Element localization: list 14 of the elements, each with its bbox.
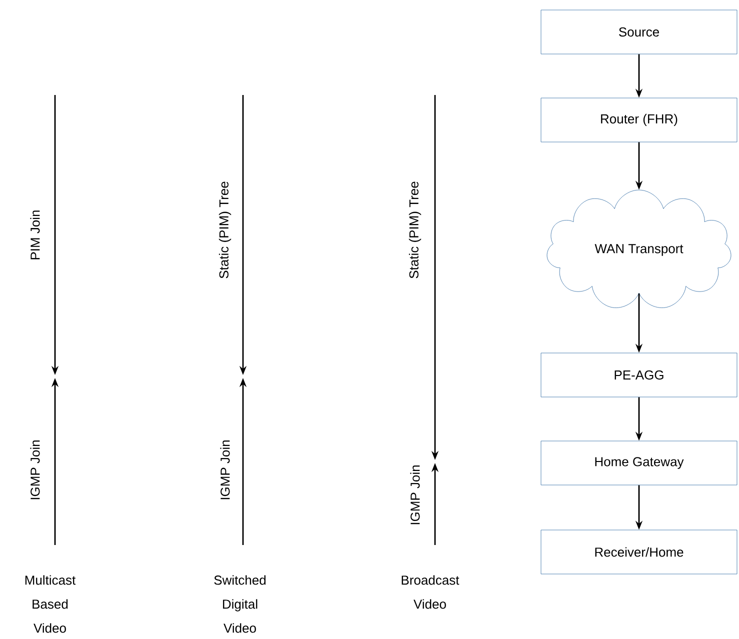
process-box: Router (FHR)	[540, 98, 738, 142]
arrow-label: Static (PIM) Tree	[218, 182, 232, 278]
process-box: Home Gateway	[540, 440, 738, 486]
arrow-label: PIM Join	[30, 210, 40, 260]
column-caption: Broadcast Video	[402, 575, 460, 609]
process-box: PE-AGG	[540, 352, 738, 398]
arrow-label: IGMP Join	[220, 440, 230, 500]
column-caption: Multicast Based Video	[25, 575, 76, 633]
process-box: Source	[540, 10, 738, 54]
process-box: Receiver/Home	[540, 530, 738, 574]
column-caption: Switched Digital Video	[214, 575, 266, 633]
arrow-label: Static (PIM) Tree	[408, 182, 422, 278]
arrow-label: IGMP Join	[410, 466, 420, 524]
arrow-label: IGMP Join	[30, 440, 40, 500]
